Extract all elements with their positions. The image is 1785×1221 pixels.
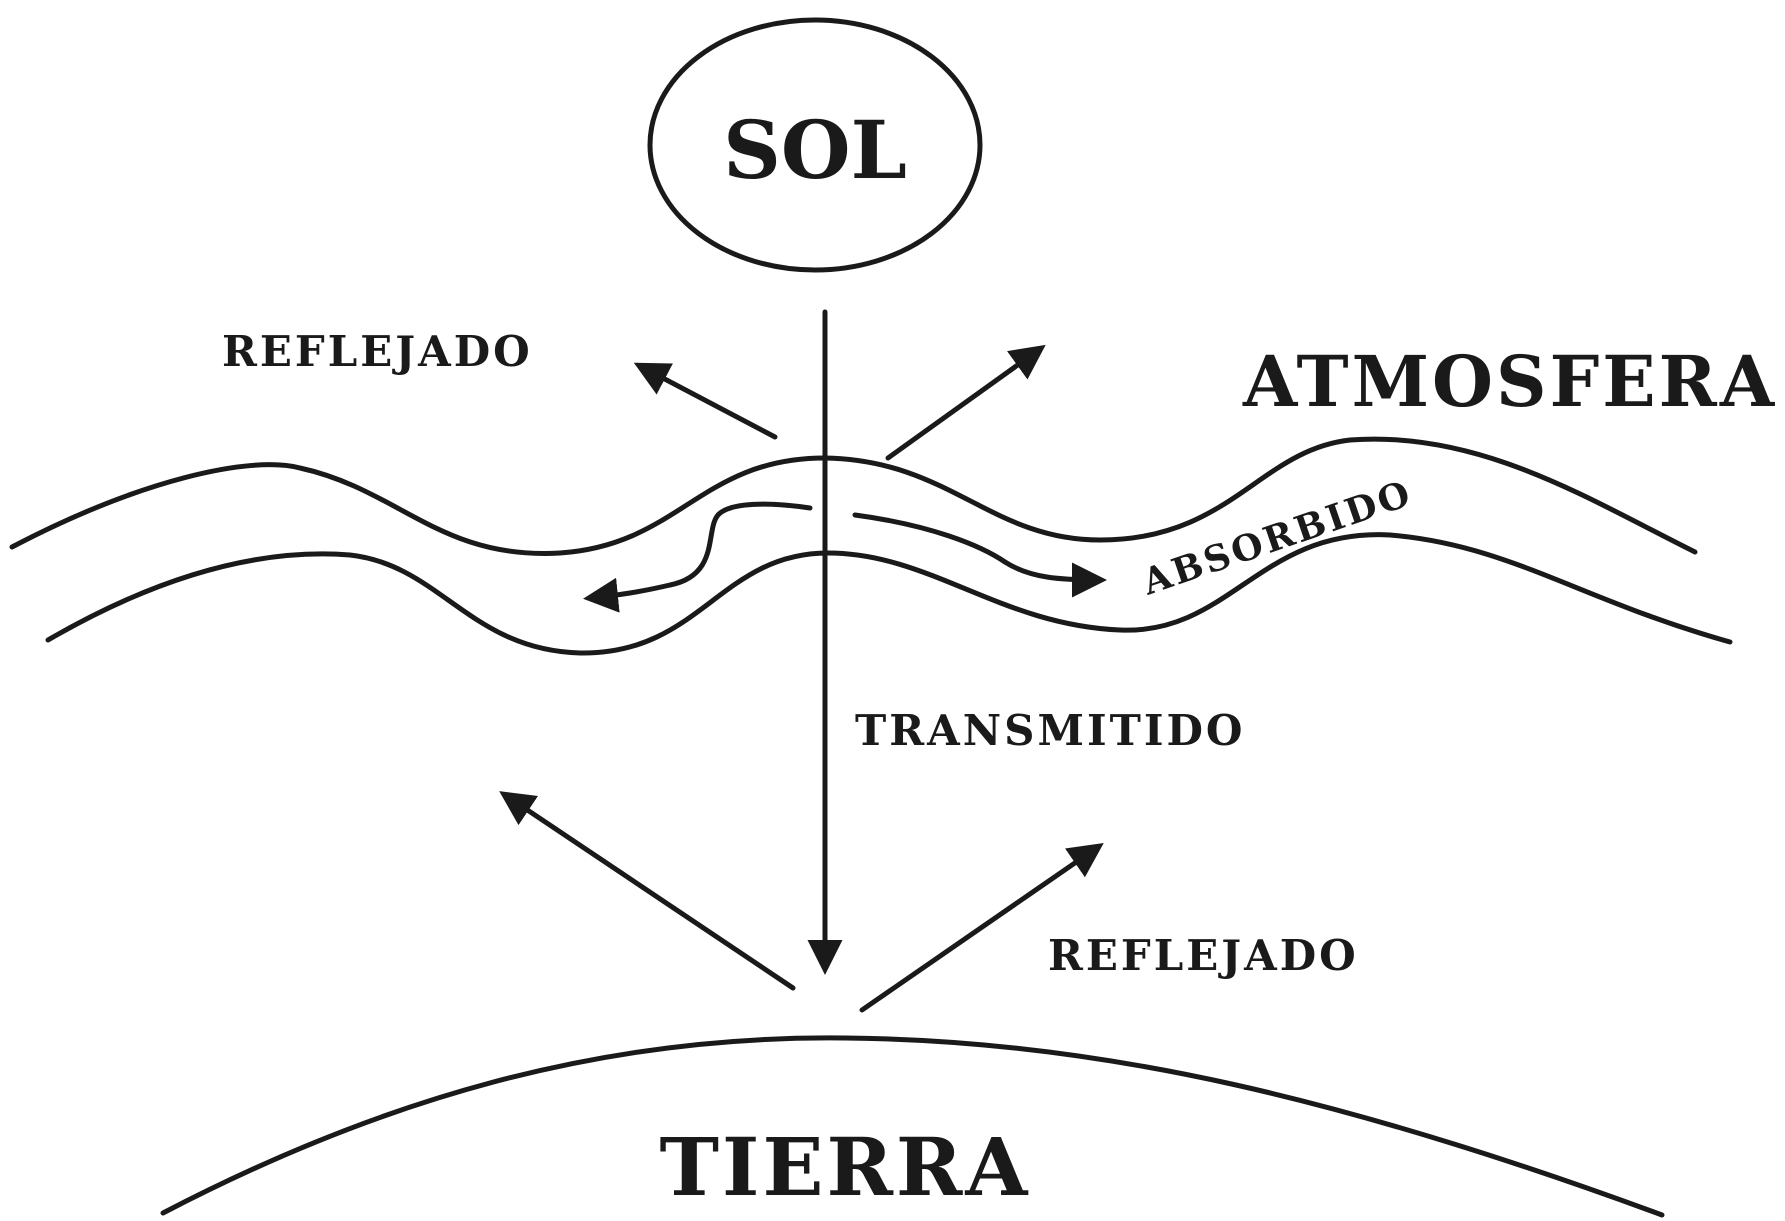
atmosphere-lower-line	[45, 532, 1733, 656]
sun-label: SOL	[723, 103, 907, 197]
absorbed-left-arrow	[583, 501, 813, 613]
reflected-top-left-arrow	[633, 362, 778, 440]
reflected-bottom-right-arrow	[859, 843, 1104, 1013]
reflected-bottom-label: REFLEJADO	[1048, 931, 1359, 980]
atmosphere-band	[9, 436, 1733, 656]
atmosphere-label: ATMOSFERA	[1242, 340, 1777, 423]
absorbed-right-arrow	[852, 512, 1107, 598]
absorbed-label: ABSORBIDO	[1136, 472, 1418, 604]
reflected-top-right-arrow	[885, 344, 1046, 461]
earth-surface-line	[160, 1035, 1665, 1218]
reflected-bottom-left-arrow	[499, 791, 796, 991]
reflected-top-label: REFLEJADO	[222, 327, 533, 376]
sun-ellipse	[647, 17, 983, 273]
sun: SOL	[647, 17, 983, 273]
transmitted-label: TRANSMITIDO	[855, 706, 1246, 755]
earth-label: TIERRA	[660, 1120, 1031, 1214]
atmosphere-upper-line	[9, 436, 1698, 556]
